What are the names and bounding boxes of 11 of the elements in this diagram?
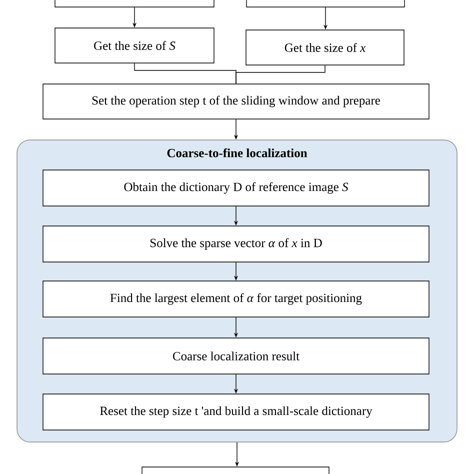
process-box: Get the size of x (246, 30, 404, 66)
process-box: Solve the sparse vector α of x in D (42, 226, 430, 262)
process-box: Reset the step size t 'and build a small-scale dictionary (42, 394, 430, 430)
process-box: Set the operation step t of the sliding window and prepare (42, 84, 430, 120)
process-box (142, 466, 330, 474)
process-box: Coarse localization result (42, 338, 430, 374)
process-box: Obtain the dictionary D of reference image S (42, 170, 430, 206)
process-box (246, 0, 405, 8)
process-box: Get the size of S (54, 28, 214, 64)
process-box: Find the largest element of α for target positioning (42, 280, 430, 318)
process-box (54, 0, 214, 8)
